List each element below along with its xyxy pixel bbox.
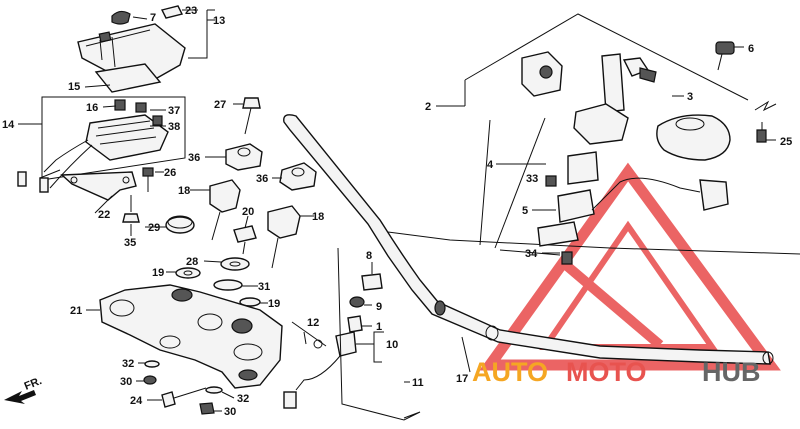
washer-31-icon <box>213 279 243 291</box>
label-3: 3 <box>687 91 693 103</box>
label-2: 2 <box>425 101 431 113</box>
label-25: 25 <box>780 136 792 148</box>
bolt-27-icon <box>242 97 261 135</box>
label-38: 38 <box>168 121 180 133</box>
handlebar-holder-lower-right-icon <box>267 205 301 269</box>
label-19-left: 19 <box>152 267 164 279</box>
label-18-left: 18 <box>178 185 190 197</box>
label-11: 11 <box>412 377 424 389</box>
label-30-right: 30 <box>224 406 236 418</box>
handlebar-pipe-icon <box>283 114 774 365</box>
label-5: 5 <box>522 205 528 217</box>
label-17: 17 <box>456 373 468 385</box>
handlebar-holder-lower-left-icon <box>209 179 241 241</box>
label-31: 31 <box>258 281 270 293</box>
label-21: 21 <box>70 305 82 317</box>
label-22: 22 <box>98 209 110 221</box>
watermark-auto: AUTO <box>472 357 548 387</box>
label-28: 28 <box>186 256 198 268</box>
label-13: 13 <box>213 15 225 27</box>
watermark-hub: HUB <box>702 357 761 387</box>
switch-1-icon <box>347 315 363 333</box>
label-14: 14 <box>2 119 15 131</box>
rubber-bushing-icon <box>165 215 195 234</box>
bolt-24-icon <box>161 387 207 408</box>
front-direction-arrow-icon <box>4 390 36 404</box>
label-37: 37 <box>168 105 180 117</box>
label-23: 23 <box>185 5 197 17</box>
nut-30-left-icon <box>143 375 157 385</box>
ignition-switch-icon <box>521 51 729 265</box>
label-10: 10 <box>386 339 398 351</box>
bolt-icon <box>142 167 154 192</box>
watermark-moto: MOTO <box>566 357 647 387</box>
label-32-right: 32 <box>237 393 249 405</box>
label-30-left: 30 <box>120 376 132 388</box>
label-7: 7 <box>150 12 156 24</box>
label-15: 15 <box>68 81 80 93</box>
meter-assembly-icon <box>17 96 186 193</box>
switch-9-icon <box>349 296 365 308</box>
meter-cover-icon <box>77 5 186 83</box>
washer-19-left-icon <box>175 267 201 279</box>
screw-icon <box>756 122 767 143</box>
label-29: 29 <box>148 222 160 234</box>
label-12: 12 <box>307 317 319 329</box>
front-direction-label: FR. <box>23 375 44 393</box>
label-9: 9 <box>376 301 382 313</box>
label-36-right: 36 <box>256 173 268 185</box>
label-16: 16 <box>86 102 98 114</box>
label-24: 24 <box>130 395 143 407</box>
label-1: 1 <box>376 321 382 333</box>
key-bolt-icon <box>715 41 735 71</box>
label-18-right: 18 <box>312 211 324 223</box>
washer-28-icon <box>220 257 250 271</box>
washer-32-right-icon <box>205 386 223 394</box>
label-26: 26 <box>164 167 176 179</box>
label-8: 8 <box>366 250 372 262</box>
switch-12-icon <box>291 321 327 349</box>
fuel-cap-icon <box>656 114 731 161</box>
label-36-left: 36 <box>188 152 200 164</box>
switch-8-icon <box>361 262 383 291</box>
nut-30-right-icon <box>199 402 215 415</box>
washer-19-right-icon <box>239 297 261 307</box>
spacer-20-icon <box>233 225 257 255</box>
switch-10-icon <box>283 331 357 409</box>
label-33: 33 <box>526 173 538 185</box>
label-27: 27 <box>214 99 226 111</box>
meter-stay-icon <box>60 171 137 201</box>
label-4: 4 <box>487 159 494 171</box>
washer-32-left-icon <box>144 360 160 368</box>
handlebar-holder-upper-right-icon <box>279 162 317 191</box>
label-20: 20 <box>242 206 254 218</box>
handlebar-holder-upper-left-icon <box>225 143 263 171</box>
label-35: 35 <box>124 237 136 249</box>
top-bridge-icon <box>99 284 283 389</box>
label-32-left: 32 <box>122 358 134 370</box>
label-34: 34 <box>525 248 538 260</box>
label-6: 6 <box>748 43 754 55</box>
nut-icon <box>122 195 140 223</box>
watermark-logo: AUTO MOTO HUB <box>472 357 761 387</box>
label-19-right: 19 <box>268 298 280 310</box>
